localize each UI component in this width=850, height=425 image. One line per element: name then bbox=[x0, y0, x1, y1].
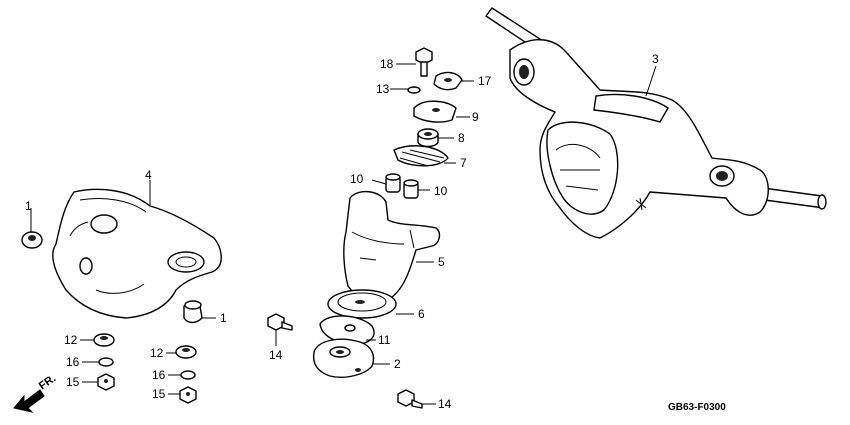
callout-16-mid: 16 bbox=[152, 368, 166, 382]
callout-12-mid: 12 bbox=[150, 346, 164, 360]
diagram-code: GB63-F0300 bbox=[668, 402, 726, 413]
callout-15-left: 15 bbox=[66, 375, 80, 389]
callout-labels: 1 1 4 12 16 15 12 16 15 14 14 18 13 17 9… bbox=[25, 52, 659, 411]
callout-11: 11 bbox=[378, 333, 391, 347]
callout-3: 3 bbox=[652, 52, 659, 66]
callout-6: 6 bbox=[418, 307, 425, 321]
callout-17: 17 bbox=[478, 74, 492, 88]
callout-10-right: 10 bbox=[434, 184, 448, 198]
nut-15-mid bbox=[179, 386, 197, 404]
collar-8 bbox=[417, 128, 439, 148]
plate-9 bbox=[413, 100, 457, 123]
grommet-part-right bbox=[183, 300, 203, 324]
callout-2: 2 bbox=[394, 357, 401, 371]
callout-5: 5 bbox=[438, 255, 445, 269]
callout-16-left: 16 bbox=[66, 355, 80, 369]
callout-8: 8 bbox=[458, 131, 465, 145]
callout-9: 9 bbox=[472, 110, 479, 124]
lock-washer-13 bbox=[407, 86, 421, 94]
collar-10-right bbox=[403, 179, 419, 199]
bolt-14-lower bbox=[397, 389, 423, 409]
nut-15-left bbox=[97, 373, 115, 391]
rubber-7 bbox=[393, 145, 449, 167]
leader-lines bbox=[30, 63, 657, 405]
callout-15-mid: 15 bbox=[152, 387, 166, 401]
plate-11 bbox=[319, 315, 375, 345]
callout-14-left: 14 bbox=[269, 348, 283, 362]
handlebar-cover-part bbox=[52, 188, 222, 319]
callout-1-left: 1 bbox=[25, 199, 32, 213]
base-2 bbox=[312, 338, 375, 378]
callout-13: 13 bbox=[376, 82, 390, 96]
collar-10-left bbox=[385, 173, 401, 193]
front-direction-arrow: FR. bbox=[13, 372, 58, 413]
bolt-18 bbox=[415, 47, 433, 77]
grommet-part-left bbox=[21, 231, 43, 249]
callout-7: 7 bbox=[460, 156, 467, 170]
rubber-disc-6 bbox=[327, 289, 397, 319]
callout-4: 4 bbox=[145, 168, 152, 182]
callout-12-left: 12 bbox=[64, 333, 78, 347]
callout-10-left: 10 bbox=[350, 172, 364, 186]
washer-12-mid bbox=[175, 345, 197, 359]
callout-1-right: 1 bbox=[220, 311, 227, 325]
bolt-14-left bbox=[267, 313, 293, 331]
washer-16-left bbox=[98, 357, 114, 367]
washer-16-mid bbox=[180, 370, 196, 380]
handlebar-holder-part bbox=[485, 7, 827, 239]
callout-14-lower: 14 bbox=[438, 397, 452, 411]
callout-18: 18 bbox=[380, 57, 394, 71]
bracket-5 bbox=[343, 191, 441, 302]
washer-12-left bbox=[93, 333, 115, 347]
nut-17 bbox=[433, 71, 463, 91]
